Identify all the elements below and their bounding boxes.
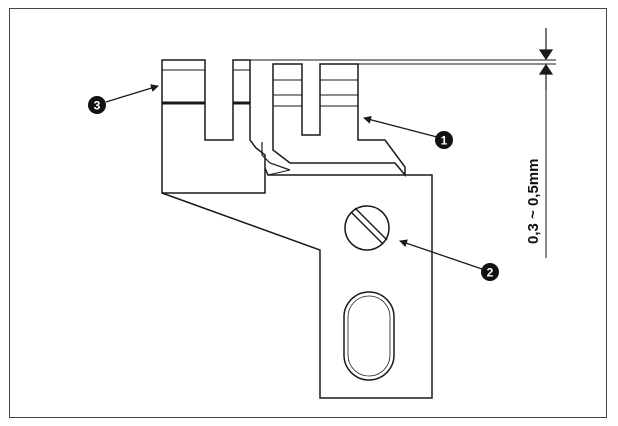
callout-2: 2: [481, 263, 499, 281]
oval-slot-inner: [347, 295, 391, 377]
callout-2-number: 2: [487, 266, 494, 280]
leader-2: [399, 239, 483, 270]
callout-1: 1: [435, 131, 453, 149]
figure-frame: [9, 8, 607, 418]
callout-1-number: 1: [441, 134, 448, 148]
leader-lines: [105, 84, 483, 270]
leader-3: [105, 84, 159, 103]
callout-3: 3: [88, 96, 106, 114]
part-1-right-block: [261, 63, 406, 178]
screw-head: [344, 205, 390, 251]
oval-slot: [343, 291, 395, 381]
dimension-label: 0,3 ~ 0,5mm: [525, 159, 542, 244]
dimension-extension-lines: [250, 59, 556, 258]
part-3-left-block: [161, 59, 266, 194]
callout-3-number: 3: [94, 99, 101, 113]
dimension-arrows: [538, 28, 554, 90]
base-plate: [161, 167, 433, 399]
leader-1: [363, 115, 438, 138]
